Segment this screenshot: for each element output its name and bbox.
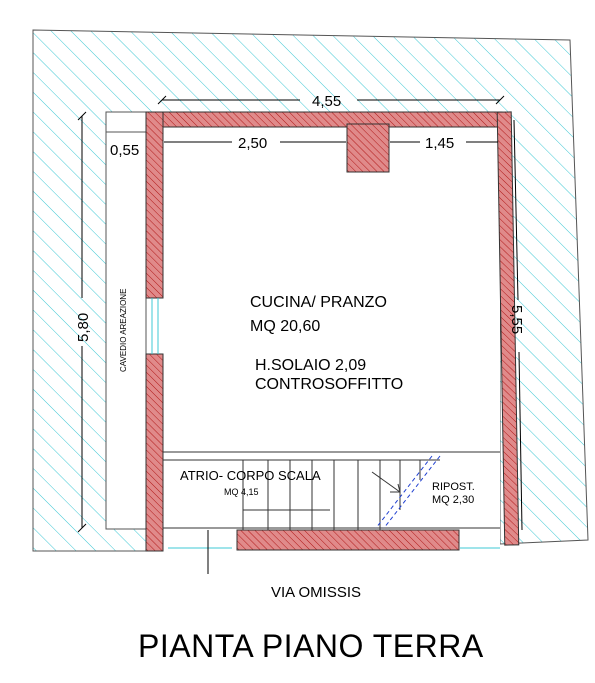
dim-right-height: 5,55	[508, 305, 525, 334]
drawing-title: PIANTA PIANO TERRA	[138, 628, 484, 664]
dim-left-height: 5,80	[75, 313, 92, 342]
atrium-name: ATRIO- CORPO SCALA	[180, 468, 321, 483]
interior-floor	[162, 126, 500, 546]
shaft-label: CAVEDIO AREAZIONE	[119, 289, 128, 372]
stair-dashed-lines	[375, 455, 441, 529]
storage-name: RIPOST.	[432, 481, 475, 493]
dim-top-left: 2,50	[238, 135, 267, 152]
street-label: VIA OMISSIS	[271, 584, 361, 601]
stairs	[163, 451, 500, 530]
dim-top-right: 1,45	[425, 135, 454, 152]
atrium-area: MQ 4,15	[224, 487, 259, 497]
kitchen-name: CUCINA/ PRANZO	[250, 294, 387, 311]
dimension-lines	[77, 95, 523, 574]
storage-area: MQ 2,30	[432, 494, 474, 506]
kitchen-note: CONTROSOFFITTO	[255, 376, 403, 393]
ventilation-shaft	[105, 111, 147, 530]
dim-top-total: 4,55	[312, 93, 341, 110]
kitchen-area: MQ 20,60	[250, 318, 320, 335]
dim-left-small: 0,55	[110, 142, 139, 159]
walls	[145, 111, 520, 552]
kitchen-height: H.SOLAIO 2,09	[255, 357, 366, 374]
